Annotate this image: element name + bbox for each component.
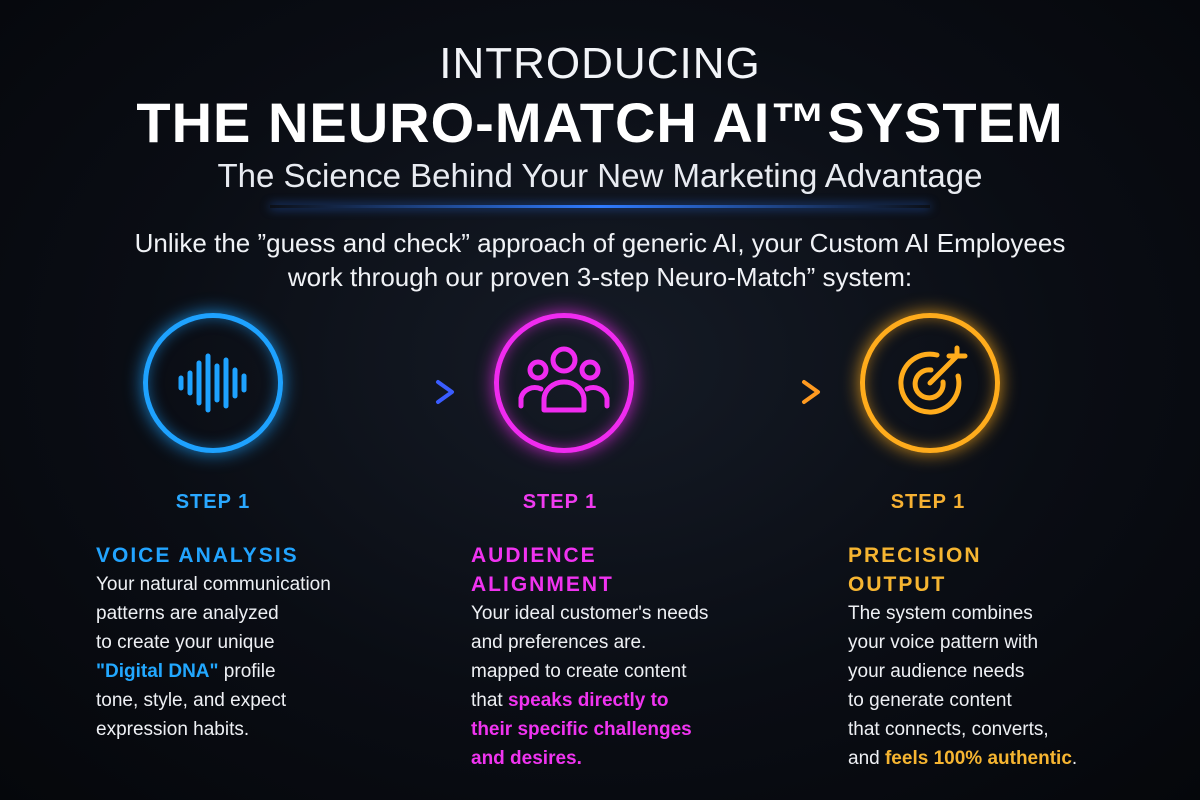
intro-line-2: work through our proven 3-step Neuro-Mat… bbox=[287, 262, 913, 292]
step-3-line: and feels 100% authentic. bbox=[848, 744, 1178, 773]
step-2-line: mapped to create content bbox=[471, 661, 687, 682]
step-1-circle bbox=[143, 313, 283, 453]
step-1-line: patterns are analyzed bbox=[96, 603, 279, 624]
step-3-line: your audience needs bbox=[848, 661, 1025, 682]
step-2-label: STEP 1 bbox=[522, 491, 598, 513]
step-2-title: AUDIENCE bbox=[471, 544, 597, 567]
step-2-highlight: speaks directly to bbox=[507, 690, 669, 711]
step-2-highlight: and desires. bbox=[471, 748, 582, 769]
step-2-column: AUDIENCE ALIGNMENT Your ideal customer's… bbox=[471, 541, 791, 773]
intro-heading: INTRODUCING bbox=[439, 39, 761, 88]
step-3-line: to generate content bbox=[848, 690, 1012, 711]
arrow-right-icon bbox=[673, 380, 823, 404]
step-3-line: your voice pattern with bbox=[848, 632, 1039, 653]
target-icon bbox=[898, 345, 968, 415]
arrow-right-icon bbox=[312, 380, 457, 404]
page-subtitle: The Science Behind Your New Marketing Ad… bbox=[217, 157, 983, 194]
step-1-description: Your natural communication patterns are … bbox=[96, 570, 426, 744]
step-2-line: Your ideal customer's needs bbox=[471, 603, 709, 624]
page-title: THE NEURO-MATCH AI™SYSTEM bbox=[136, 91, 1064, 154]
step-1-title: VOICE ANALYSIS bbox=[96, 544, 299, 567]
glow-divider bbox=[270, 205, 930, 208]
step-1-column: VOICE ANALYSIS Your natural communicatio… bbox=[96, 541, 426, 744]
step-2-circle bbox=[494, 313, 634, 453]
step-1-line-rest: profile bbox=[218, 661, 276, 682]
step-3-title: PRECISION bbox=[848, 544, 982, 567]
step-2-highlight: their specific challenges bbox=[471, 719, 692, 740]
intro-paragraph: Unlike the ”guess and check” approach of… bbox=[0, 226, 1200, 294]
intro-line-1: Unlike the ”guess and check” approach of… bbox=[134, 228, 1066, 258]
step-1-label: STEP 1 bbox=[175, 491, 251, 513]
step-1-line: "Digital DNA" profile bbox=[96, 657, 426, 686]
digital-dna-highlight: "Digital DNA" bbox=[96, 661, 219, 682]
step-1-line: Your natural communication bbox=[96, 574, 331, 595]
step-1-line: to create your unique bbox=[96, 632, 275, 653]
step-1-line: tone, style, and expect bbox=[96, 690, 287, 711]
step-1-line: expression habits. bbox=[96, 719, 250, 740]
step-2-line: that speaks directly to bbox=[471, 686, 791, 715]
authentic-highlight: feels 100% authentic bbox=[884, 748, 1072, 769]
step-2-line-pre: that bbox=[471, 690, 508, 711]
people-group-icon bbox=[518, 346, 610, 413]
step-3-circle bbox=[860, 313, 1000, 453]
sound-wave-icon bbox=[178, 353, 247, 413]
step-3-description: The system combines your voice pattern w… bbox=[848, 599, 1178, 773]
step-3-line: The system combines bbox=[848, 603, 1033, 624]
step-3-line: that connects, converts, bbox=[848, 719, 1049, 740]
step-2-line: and preferences are. bbox=[471, 632, 647, 653]
step-2-description: Your ideal customer's needs and preferen… bbox=[471, 599, 791, 773]
step-2-title-line-2: ALIGNMENT bbox=[471, 573, 614, 596]
step-3-line-pre: and bbox=[848, 748, 885, 769]
step-3-line-post: . bbox=[1071, 748, 1078, 769]
step-3-title-line-2: OUTPUT bbox=[848, 573, 947, 596]
step-3-label: STEP 1 bbox=[890, 491, 966, 513]
step-3-column: PRECISION OUTPUT The system combines you… bbox=[848, 541, 1178, 773]
